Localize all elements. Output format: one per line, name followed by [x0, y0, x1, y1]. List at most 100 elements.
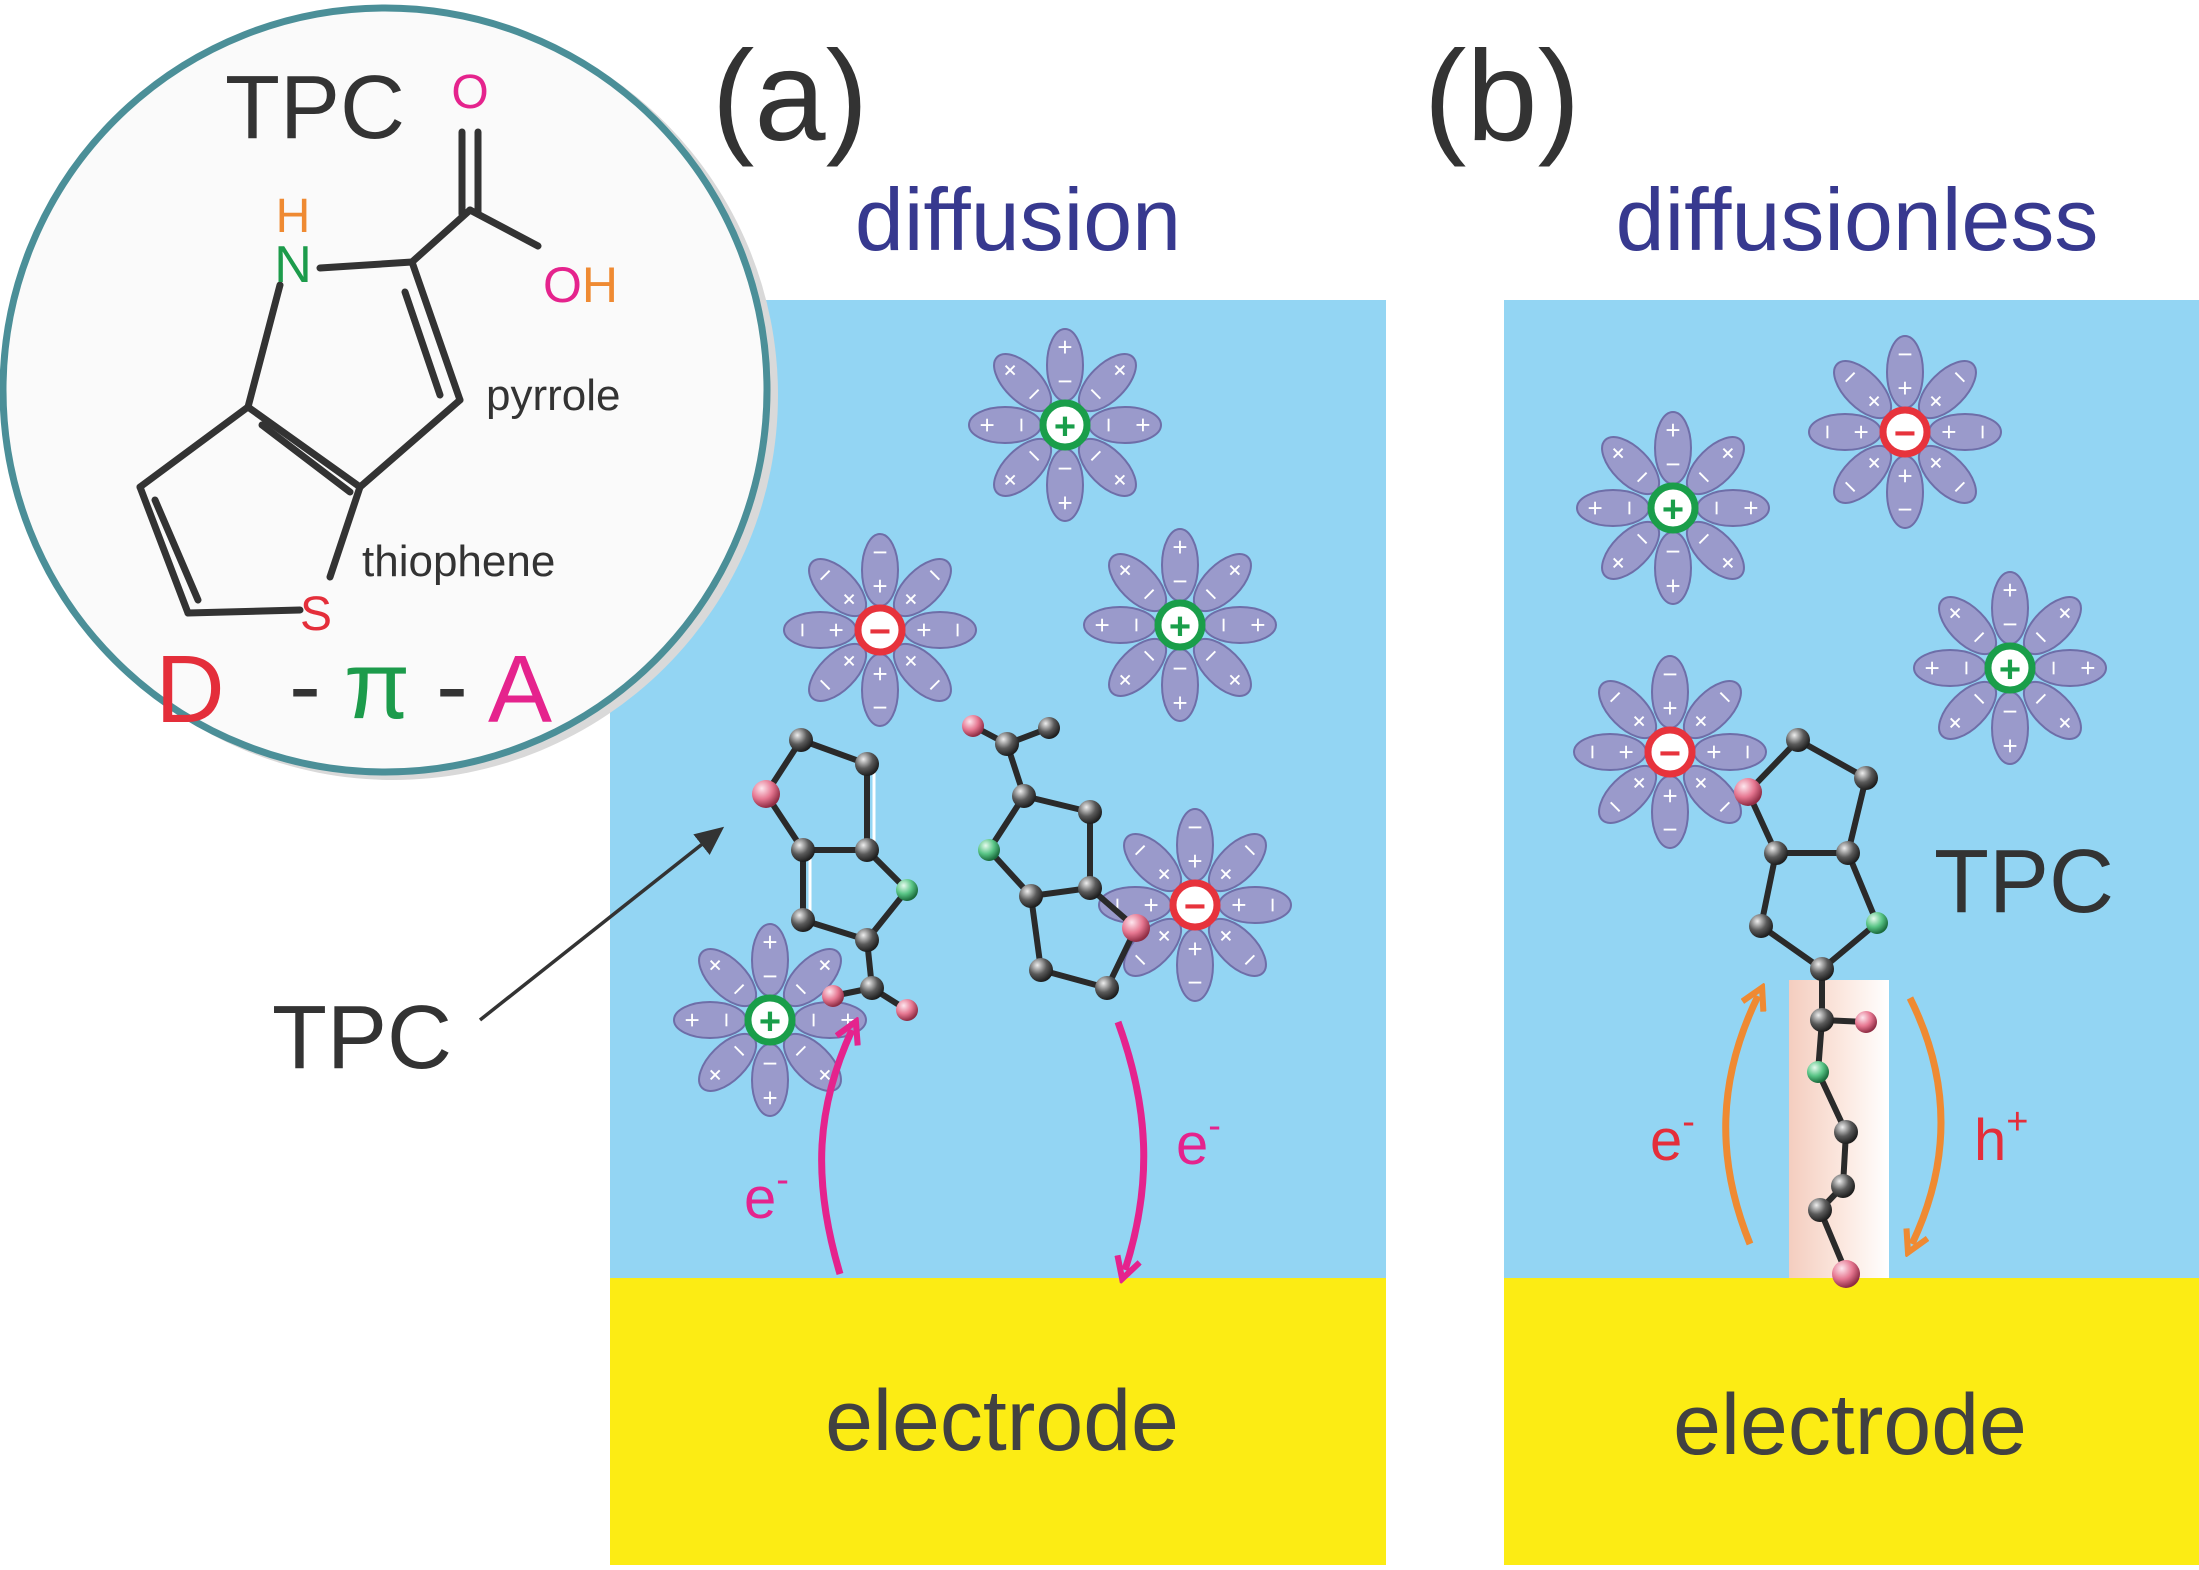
lobe-sign-inner: − — [1006, 417, 1036, 432]
donor-pi-acceptor: D - π - A — [155, 632, 552, 743]
lobe-sign-outer: + — [1087, 617, 1117, 632]
lobe-sign-inner: + — [1934, 424, 1964, 439]
lobe-sign-outer: − — [1258, 897, 1288, 912]
solvent-lobe: −+ — [1917, 360, 1977, 420]
ion-core — [1879, 406, 1931, 458]
solvent-lobe: −+ — [1833, 444, 1893, 504]
lobe-sign-outer: + — [1057, 332, 1072, 362]
tpc-skeletal-formula — [136, 128, 542, 617]
lobe-sign-outer: + — [1736, 500, 1766, 515]
solvent-lobe: +− — [751, 923, 789, 997]
ion-charge-sign: − — [1894, 413, 1916, 455]
solvent-lobe: +− — [1108, 553, 1168, 613]
dpa-dash-2: - — [436, 632, 468, 739]
lobe-sign-inner: + — [1662, 693, 1677, 723]
lobe-sign-outer: − — [1662, 659, 1677, 689]
lobe-sign-inner: + — [1611, 744, 1641, 759]
anion-cluster-4: −+−+−+−+−+−+−+−+− — [1098, 808, 1292, 1002]
lobe-sign-inner: − — [1209, 617, 1239, 632]
solvent-lobe: +− — [1161, 648, 1199, 722]
hole-arrow-down-b — [1910, 996, 1945, 1244]
solvated-ions-b: −+−+−+−+−+−+−+−+−+−+−+−+−+−+−+−+−++−+−+−… — [1573, 335, 2107, 849]
lobe-sign-outer: + — [1128, 417, 1158, 432]
solvent-lobe: +− — [1203, 606, 1277, 644]
cation-cluster-1: +−+−+−+−+−+−+−+−+ — [968, 328, 1162, 522]
ion-charge-sign: + — [1169, 606, 1191, 648]
solvent-lobe: +− — [1938, 596, 1998, 656]
inset-title: TPC — [225, 58, 405, 158]
solvent-lobe: +− — [1192, 637, 1252, 697]
solvent-lobe: +− — [1046, 328, 1084, 402]
lobe-sign-outer: − — [1662, 815, 1677, 845]
solvent-lobe: −+ — [1218, 886, 1292, 924]
lobe-sign-inner: − — [1951, 660, 1981, 675]
atom-hydroxyl: OH — [543, 257, 618, 313]
ion-charge-sign: − — [869, 611, 891, 653]
lobe-sign-inner: − — [1172, 654, 1187, 684]
ion-core — [1984, 642, 2036, 694]
label-thiophene: thiophene — [362, 537, 555, 586]
solvent-lobe: +− — [1192, 553, 1252, 613]
lobe-sign-inner: − — [1665, 449, 1680, 479]
solvent-lobe: −+ — [1917, 444, 1977, 504]
panel-a-tag: (a) — [712, 25, 868, 168]
tpc-molecule-a2 — [962, 715, 1150, 1000]
solvent-lobe: +− — [1991, 691, 2029, 765]
solvent-lobe: +− — [1913, 649, 1987, 687]
solvent-lobe: −+ — [1176, 928, 1214, 1002]
inset-circle — [0, 4, 771, 776]
lobe-sign-outer: − — [1733, 744, 1763, 759]
solvent-lobe: −+ — [1176, 808, 1214, 882]
lobe-sign-outer: − — [1897, 339, 1912, 369]
atom-sulfur: S — [300, 588, 332, 641]
cation-cluster-3: +−+−+−+−+−+−+−+−+ — [1083, 528, 1277, 722]
solvent-lobe: −+ — [1598, 764, 1658, 824]
solvent-lobe: −+ — [1651, 775, 1689, 849]
tpc-pointer-a: TPC — [272, 826, 725, 1088]
lobe-sign-outer: + — [2002, 731, 2017, 761]
atom-nh-h: H — [276, 190, 311, 243]
solvent-lobe: +− — [968, 406, 1042, 444]
solvent-lobe: +− — [1685, 436, 1745, 496]
lobe-sign-inner: − — [2002, 697, 2017, 727]
solvent-lobe: +− — [2022, 680, 2082, 740]
panel-b: (b) diffusionless electrode −+−+−+−+−+−+… — [1424, 25, 2199, 1565]
solvent-lobe: +− — [1161, 528, 1199, 602]
solvent-lobe: −+ — [1886, 455, 1924, 529]
lobe-sign-inner: + — [1187, 846, 1202, 876]
cation-cluster-2: +−+−+−+−+−+−+−+−+ — [1576, 411, 1770, 605]
ion-core — [744, 994, 796, 1046]
electron-arrow-up-b — [1722, 996, 1758, 1246]
ion-charge-sign: + — [1662, 489, 1684, 531]
lobe-sign-outer: − — [1897, 495, 1912, 525]
electrode-a — [610, 1278, 1386, 1565]
lobe-sign-inner: + — [1897, 373, 1912, 403]
lobe-sign-inner: + — [1224, 897, 1254, 912]
lobe-sign-inner: − — [1665, 537, 1680, 567]
lobe-sign-outer: + — [1172, 532, 1187, 562]
electron-label-a-right: e- — [1176, 1105, 1221, 1177]
lobe-sign-outer: − — [872, 537, 887, 567]
panel-a: (a) diffusion electrode +−+−+−+−+−+−+−+−… — [272, 25, 1386, 1565]
lobe-sign-outer: + — [1057, 488, 1072, 518]
solvent-lobe: −+ — [1598, 680, 1658, 740]
solvent-lobe: +− — [1108, 637, 1168, 697]
panel-a-heading: diffusion — [855, 170, 1181, 269]
ion-core — [1644, 726, 1696, 778]
solvent-lobe: +− — [1601, 436, 1661, 496]
solvent-lobe: +− — [751, 1043, 789, 1117]
ion-charge-sign: + — [1999, 649, 2021, 691]
anion-cluster-1: −+−+−+−+−+−+−+−+− — [1808, 335, 2002, 529]
lobe-sign-inner: + — [1187, 934, 1202, 964]
lobe-sign-outer: − — [1187, 968, 1202, 998]
tpc-structure-inset: TPC O H N OH S pyrrole thiophene D - π -… — [0, 4, 778, 780]
lobe-sign-outer: + — [972, 417, 1002, 432]
electron-label-b: e- — [1650, 1101, 1695, 1173]
solvent-lobe: +− — [698, 1032, 758, 1092]
ion-charge-sign: − — [1184, 886, 1206, 928]
solvent-lobe: +− — [793, 1001, 867, 1039]
panel-b-heading: diffusionless — [1616, 170, 2099, 269]
solvent-lobe: −+ — [1682, 764, 1742, 824]
electrode-b — [1504, 1278, 2199, 1565]
